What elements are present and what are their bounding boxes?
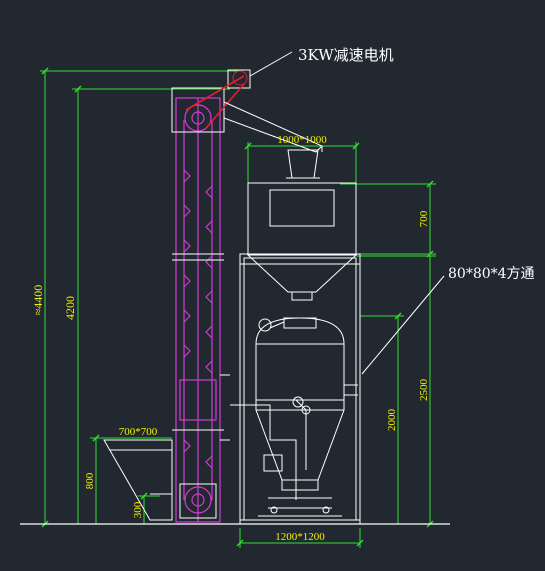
total-height-dimension: ≈4400: [31, 285, 45, 316]
frame-height-dimension: 2500: [418, 379, 430, 402]
tank-vessel: [230, 317, 358, 517]
motor: [185, 51, 293, 129]
bucket-elevator: [175, 97, 221, 523]
frame-tube-callout: 80*80*4方通: [448, 266, 535, 282]
feed-height-dimension: 800: [84, 472, 96, 489]
motor-callout: 3KW减速电机: [298, 46, 394, 64]
elevator-casing: [171, 87, 230, 519]
tank-height-dimension: 2000: [386, 409, 398, 432]
boot-height-dimension: 300: [132, 501, 144, 518]
hopper-top-dimension: 1000*1000: [277, 134, 327, 146]
frame-tube-leader: [361, 275, 445, 375]
dimension-lines: [40, 70, 436, 548]
feed-hopper-dimension: 700*700: [119, 426, 158, 438]
hopper-height-dimension: 700: [418, 210, 430, 227]
dimension-ticks: [41, 67, 434, 547]
storage-hopper: [246, 182, 358, 301]
elevator-height-dimension: 4200: [63, 296, 77, 320]
base-size-dimension: 1200*1200: [275, 531, 325, 543]
support-frame: [239, 253, 361, 525]
feed-hopper: [103, 439, 173, 521]
